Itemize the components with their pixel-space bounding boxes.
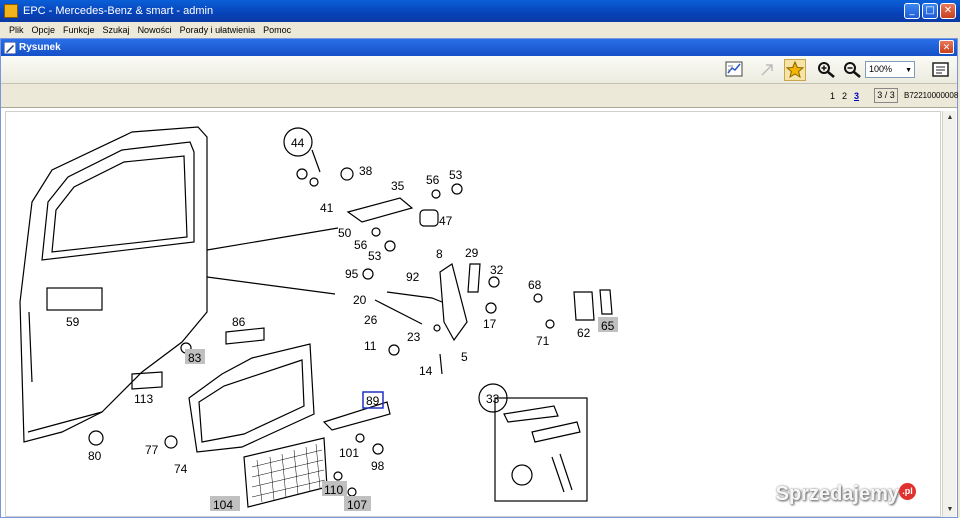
close-button[interactable]: ✕ [940,3,956,19]
window-titlebar: EPC - Mercedes-Benz & smart - admin _ □ … [0,0,960,22]
part-label-110[interactable]: 110 [324,483,343,497]
zoom-out-icon [844,62,861,78]
part-label-92[interactable]: 92 [406,270,420,284]
part-label-101[interactable]: 101 [339,446,359,460]
part-label-44[interactable]: 44 [291,136,305,150]
menu-item-opcje[interactable]: Opcje [31,25,56,35]
part-label-107[interactable]: 107 [347,498,367,512]
highlight-104 [210,496,240,511]
page-navigation: 1 2 3 3 / 3 B72210000008 [1,84,959,108]
part-label-35[interactable]: 35 [391,179,405,193]
scroll-up-arrow-icon[interactable]: ▲ [946,114,954,121]
maximize-button[interactable]: □ [922,3,938,19]
document-view-icon [932,62,949,77]
part-label-65[interactable]: 65 [601,319,615,333]
part-label-29[interactable]: 29 [465,246,479,260]
highlight-83 [185,349,205,364]
part-label-59[interactable]: 59 [66,315,80,329]
part-label-11[interactable]: 11 [364,339,377,353]
part-label-68[interactable]: 68 [528,278,542,292]
part-label-77[interactable]: 77 [145,443,159,457]
part-label-95[interactable]: 95 [345,267,359,281]
part-label-14[interactable]: 14 [419,364,433,378]
part-label-56b[interactable]: 56 [354,238,368,252]
scroll-down-arrow-icon[interactable]: ▼ [946,506,954,513]
zoom-level-select[interactable]: 100% ▼ [865,61,915,78]
watermark-text: Sprzedajemy [775,483,899,505]
watermark-badge: .pl [899,483,916,500]
zoom-level-value: 100% [869,64,893,74]
menu-item-pomoc[interactable]: Pomoc [263,25,292,35]
part-label-74[interactable]: 74 [174,462,188,476]
document-id: B72210000008 [904,91,959,100]
highlight-110 [322,481,347,496]
panel-header: Rysunek ✕ [1,39,957,56]
part-label-8[interactable]: 8 [436,247,443,261]
menu-bar: Plik Opcje Funkcje Szukaj Nowości Porady… [0,22,960,38]
page-link-2[interactable]: 2 [842,91,848,101]
minimize-button[interactable]: _ [904,3,920,19]
chart-edit-icon [725,61,743,77]
vertical-scrollbar[interactable]: ▲ ▼ [942,111,956,517]
favorite-star-icon [786,61,804,79]
net-pocket [243,437,328,508]
page-link-1[interactable]: 1 [830,91,836,101]
part-label-113[interactable]: 113 [134,392,153,406]
part-label-53[interactable]: 53 [449,168,463,182]
page-counter: 3 / 3 [874,88,898,103]
part-label-104[interactable]: 104 [213,498,233,512]
part-label-17[interactable]: 17 [483,317,497,331]
part-label-71[interactable]: 71 [536,334,550,348]
part-label-23[interactable]: 23 [407,330,421,344]
part-label-41[interactable]: 41 [320,201,334,215]
part-label-53b[interactable]: 53 [368,249,382,263]
window-controls: _ □ ✕ [904,3,956,19]
chart-edit-button[interactable] [724,59,746,81]
part-label-89[interactable]: 89 [366,394,380,408]
part-label-47[interactable]: 47 [439,214,453,228]
part-label-98[interactable]: 98 [371,459,385,473]
highlight-107 [344,496,371,511]
part-label-62[interactable]: 62 [577,326,591,340]
selected-part-89 [362,391,384,409]
menu-item-szukaj[interactable]: Szukaj [102,25,130,35]
parts-diagram: 44 38 35 56 53 41 47 50 56 53 8 29 32 95… [19,126,618,512]
part-label-38[interactable]: 38 [359,164,373,178]
window-title: EPC - Mercedes-Benz & smart - admin [23,5,214,17]
zoom-in-icon [818,62,835,78]
part-label-50[interactable]: 50 [338,226,352,240]
part-label-56[interactable]: 56 [426,173,440,187]
zoom-out-button[interactable] [842,59,864,81]
pencil-icon [4,41,16,54]
drawing-toolbar: 100% ▼ [1,56,957,84]
door-shell [19,126,208,443]
part-label-86[interactable]: 86 [232,315,246,329]
watermark: Sprzedajemy.pl [776,483,916,506]
menu-item-plik[interactable]: Plik [9,25,24,35]
drawing-panel: Rysunek ✕ 100% ▼ 1 2 3 3 / 3 B72210000 [0,38,958,518]
menu-item-porady[interactable]: Porady i ułatwienia [179,25,256,35]
part-label-5[interactable]: 5 [461,350,468,364]
menu-item-funkcje[interactable]: Funkcje [63,25,95,35]
favorite-button[interactable] [784,59,806,81]
panel-title: Rysunek [19,42,61,53]
document-view-button[interactable] [930,59,952,81]
menu-item-nowosci[interactable]: Nowości [137,25,172,35]
highlight-65 [598,317,618,332]
pin-button[interactable] [756,59,778,81]
part-label-80[interactable]: 80 [88,449,102,463]
panel-close-button[interactable]: ✕ [939,40,954,54]
app-icon [4,4,18,18]
door-trim-panel [188,343,315,453]
page-link-3[interactable]: 3 [854,91,860,101]
pin-icon [761,64,773,76]
part-label-83[interactable]: 83 [188,351,202,365]
part-label-32[interactable]: 32 [490,263,504,277]
part-label-26[interactable]: 26 [364,313,378,327]
zoom-in-button[interactable] [816,59,838,81]
part-label-33[interactable]: 33 [486,392,500,406]
part-label-20[interactable]: 20 [353,293,367,307]
chevron-down-icon: ▼ [905,67,912,74]
parts-diagram-canvas: 44 38 35 56 53 41 47 50 56 53 8 29 32 95… [5,111,941,517]
